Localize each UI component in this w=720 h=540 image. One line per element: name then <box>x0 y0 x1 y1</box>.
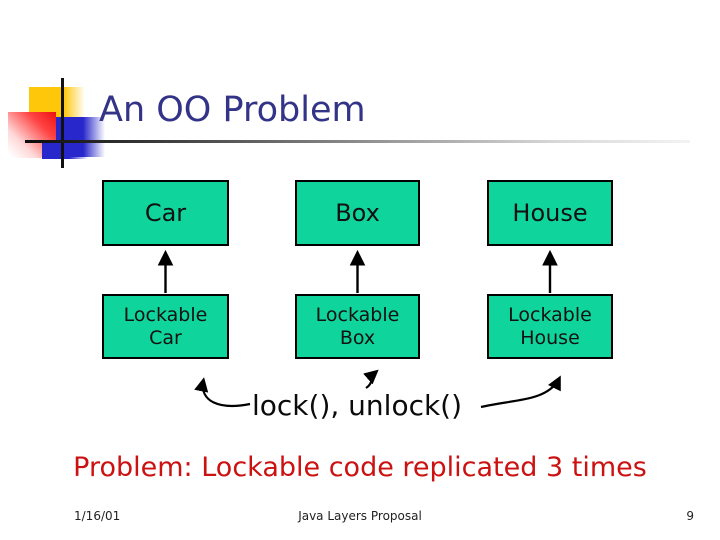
lockable-box-label-line2: Box <box>339 326 376 349</box>
callout-arrow-lockable-house <box>480 375 561 409</box>
slide-title: An OO Problem <box>99 90 366 130</box>
callout-arrow-lockable-box <box>363 369 379 389</box>
footer-page-number: 9 <box>686 509 694 523</box>
class-box-house: House <box>487 180 613 246</box>
class-box-lockable-car: Lockable Car <box>102 294 229 359</box>
class-box-lockable-house: Lockable House <box>487 294 613 359</box>
class-box-car-label: Car <box>144 199 187 227</box>
footer-presentation-title: Java Layers Proposal <box>298 509 422 523</box>
decoration-vertical-line <box>61 78 64 168</box>
shared-methods-label: lock(), unlock() <box>252 389 463 422</box>
problem-statement: Problem: Lockable code replicated 3 time… <box>73 452 647 483</box>
class-box-car: Car <box>102 180 229 246</box>
decoration-blue-square-lower <box>42 143 88 159</box>
lockable-car-label-line2: Car <box>149 326 182 349</box>
class-box-lockable-box: Lockable Box <box>295 294 420 359</box>
footer-date: 1/16/01 <box>74 509 121 523</box>
lockable-house-label-line1: Lockable <box>508 303 592 326</box>
class-box-box: Box <box>295 180 420 246</box>
lockable-car-label-line1: Lockable <box>123 303 208 326</box>
title-underline-rule <box>25 140 690 143</box>
lockable-house-label-line2: House <box>520 326 580 349</box>
class-box-box-label: Box <box>335 199 380 227</box>
class-box-house-label: House <box>512 199 588 227</box>
lockable-box-label-line1: Lockable <box>315 303 400 326</box>
callout-arrow-lockable-car <box>194 377 251 408</box>
